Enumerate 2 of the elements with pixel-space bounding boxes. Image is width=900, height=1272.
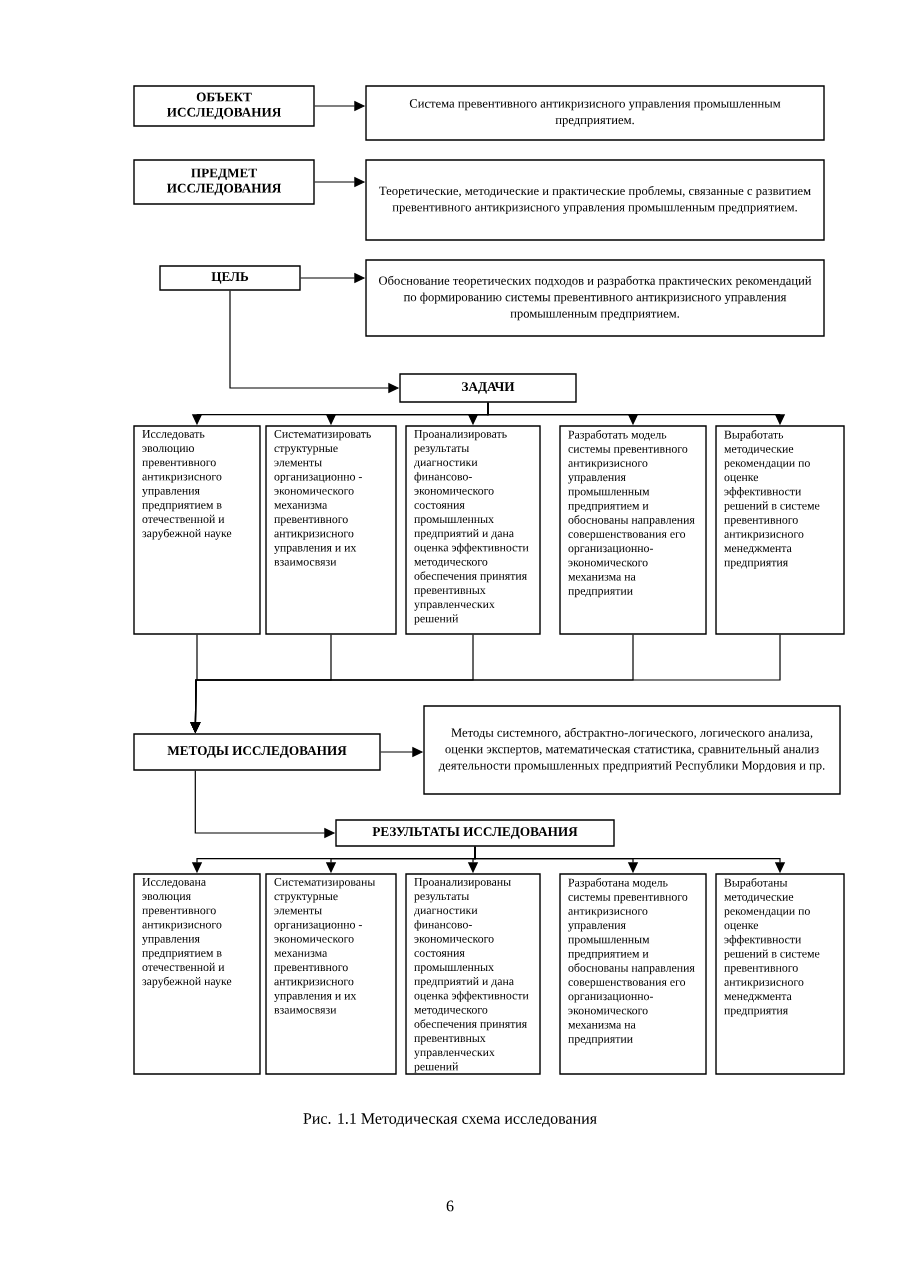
page-number: 6 (446, 1200, 454, 1212)
caption: Рис. 1.1 Методическая схема исследования (303, 1113, 597, 1127)
